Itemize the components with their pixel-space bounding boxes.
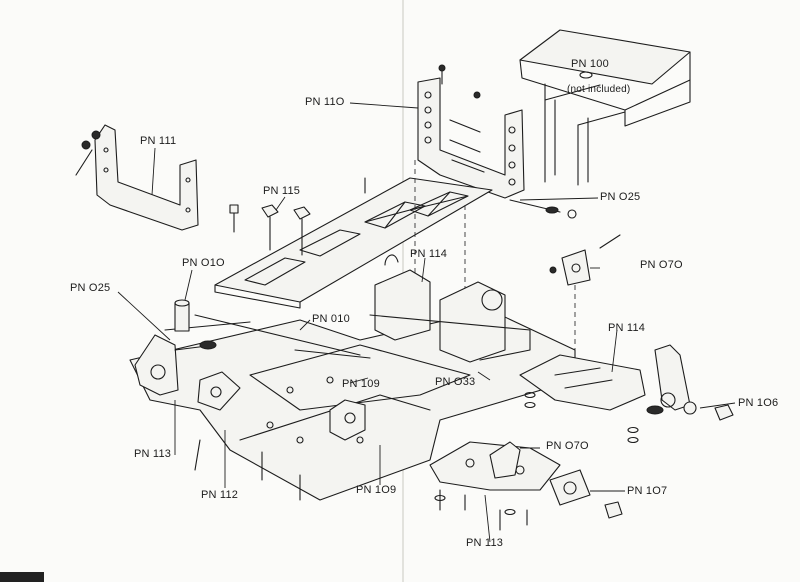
label-pn109-a: PN 109 [342,378,380,390]
label-pn109-b: PN 1O9 [356,484,397,496]
bulkhead-part [417,64,525,199]
label-pn106: PN 1O6 [738,397,779,409]
label-pn115: PN 115 [263,185,301,197]
corner-mark [0,572,44,582]
label-pn112: PN 112 [201,489,239,501]
label-pn010-left: PN O1O [182,257,225,269]
label-pn114-right: PN 114 [608,322,646,334]
label-pn070-top: PN O7O [640,259,683,271]
rear-frame-part [75,124,199,231]
label-pn033: PN O33 [435,376,476,388]
label-pn111: PN 111 [140,135,177,147]
label-pn070-bottom: PN O7O [546,440,589,452]
label-pn114-top: PN 114 [410,248,448,260]
label-not-included: (not included) [567,84,631,95]
front-hub-part [429,441,623,531]
left-hub-part [134,299,301,501]
label-pn113-left: PN 113 [134,448,172,460]
screws-group [229,204,311,256]
label-pn100: PN 100 [571,58,609,70]
top-plate-part [214,177,493,309]
label-pn110: PN 11O [305,96,345,108]
right-hub-part [519,344,734,421]
label-pn107: PN 1O7 [627,485,668,497]
label-pn010-mid: PN 010 [312,313,350,325]
gearbox-part [369,254,531,363]
label-pn025-right: PN O25 [600,191,641,203]
mount-070-top [549,234,621,286]
label-pn113-bottom: PN 113 [466,537,504,549]
leader-lines [117,102,736,543]
battery-tray-part [519,29,691,186]
label-pn025-left: PN O25 [70,282,111,294]
washers-group [434,391,639,516]
